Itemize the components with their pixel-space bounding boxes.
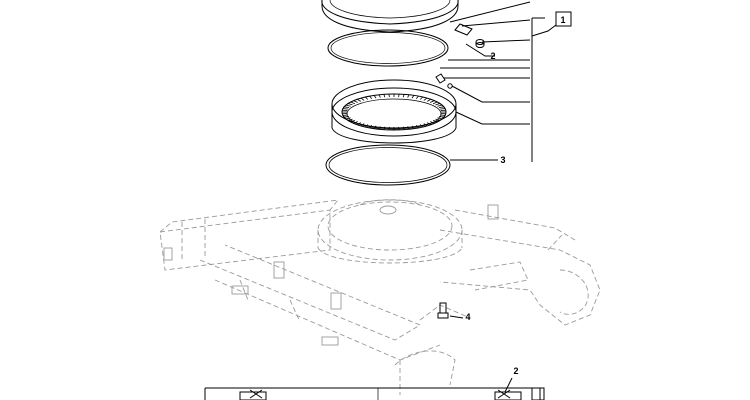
gear-tooth: [432, 119, 438, 123]
gear-tooth: [388, 94, 390, 98]
internal-gear-ring: [331, 79, 457, 144]
gear-tooth: [369, 95, 373, 100]
gear-tooth: [344, 116, 350, 118]
gear-tooth: [347, 118, 353, 121]
gear-tooth: [353, 100, 358, 103]
gear-tooth: [383, 126, 386, 130]
bolt-part: [437, 302, 464, 319]
gear-tooth: [430, 121, 435, 124]
leader-lines: [440, 1, 572, 162]
gear-tooth: [360, 97, 365, 101]
gear-tooth: [440, 114, 446, 116]
seal-ring: [327, 29, 449, 67]
gear-tooth: [411, 95, 415, 99]
gear-teeth: [342, 94, 446, 130]
gear-tooth: [345, 117, 351, 120]
small-parts: [435, 23, 485, 89]
gear-tooth: [360, 123, 365, 127]
gear-tooth: [378, 126, 381, 130]
gear-tooth: [426, 98, 432, 102]
gear-tooth: [437, 104, 443, 107]
gear-tooth: [342, 114, 348, 116]
gear-tooth: [430, 100, 435, 103]
gear-tooth: [353, 121, 358, 124]
gear-tooth: [347, 103, 353, 106]
callout-4: 4: [465, 312, 470, 322]
callout-3: 3: [500, 155, 505, 165]
gear-tooth: [423, 123, 428, 127]
gear-tooth: [398, 126, 400, 130]
callout-2-bottom: 2: [513, 366, 518, 376]
gear-tooth: [402, 94, 405, 98]
gear-tooth: [438, 116, 444, 118]
gear-tooth: [350, 101, 356, 105]
gear-tooth: [440, 108, 446, 110]
gear-tooth: [432, 101, 438, 105]
gear-tooth: [369, 124, 373, 129]
gear-tooth: [423, 97, 428, 101]
gear-tooth: [356, 122, 362, 126]
gear-tooth: [426, 122, 432, 126]
gear-tooth: [398, 94, 400, 98]
gear-tooth: [411, 125, 415, 129]
undercarriage-frame: [159, 199, 601, 395]
gear-tooth: [435, 118, 441, 121]
gear-tooth: [419, 96, 424, 100]
slewing-ring-top: [321, 0, 459, 33]
gear-tooth: [373, 125, 377, 129]
gear-tooth: [419, 124, 424, 128]
gear-tooth: [402, 126, 405, 130]
gear-tooth: [415, 124, 419, 129]
gear-tooth: [345, 104, 351, 107]
gear-tooth: [350, 119, 356, 123]
gear-tooth: [373, 95, 377, 99]
gear-tooth: [378, 94, 381, 98]
callout-2-top: 2: [490, 51, 495, 61]
gear-tooth: [407, 94, 410, 98]
gear-tooth: [344, 106, 350, 108]
turntable-base: [317, 199, 463, 264]
lower-seal-ring: [325, 144, 451, 186]
gear-tooth: [364, 124, 369, 128]
gear-tooth: [415, 95, 419, 100]
gear-tooth: [407, 126, 410, 130]
gear-tooth: [437, 117, 443, 120]
gear-tooth: [364, 96, 369, 100]
gear-tooth: [388, 126, 390, 130]
callout-1: 1: [560, 15, 565, 25]
gear-tooth: [342, 108, 348, 110]
gear-tooth: [383, 94, 386, 98]
section-view: [204, 377, 545, 400]
gear-tooth: [435, 103, 441, 106]
gear-tooth: [356, 98, 362, 102]
gear-tooth: [438, 106, 444, 108]
